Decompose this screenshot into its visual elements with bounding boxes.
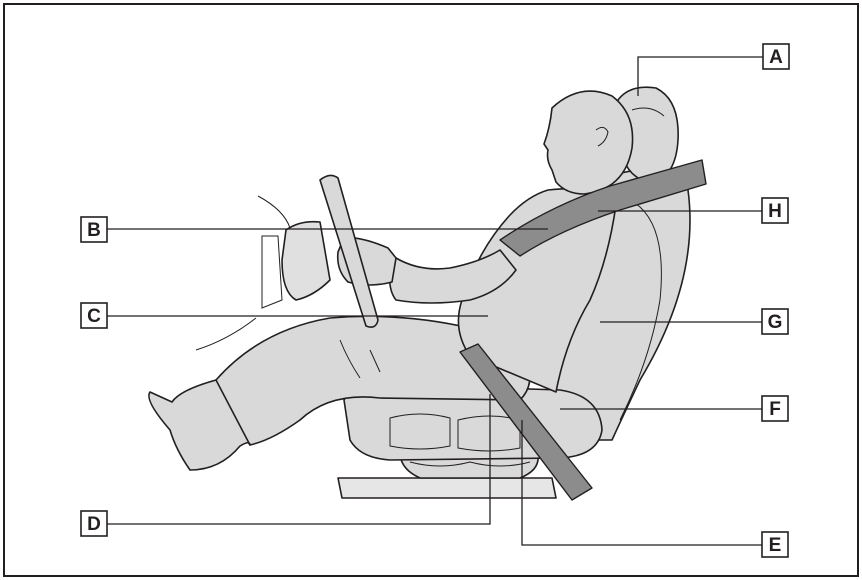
dashboard-outline	[196, 196, 290, 350]
label-b-text: B	[87, 220, 101, 241]
label-g: G	[762, 309, 788, 334]
label-b: B	[81, 217, 107, 242]
label-h-text: H	[768, 201, 782, 222]
label-a: A	[763, 44, 789, 69]
label-e: E	[762, 532, 788, 557]
label-h: H	[762, 198, 788, 223]
label-g-text: G	[768, 312, 783, 333]
label-f-text: F	[769, 399, 781, 420]
label-f: F	[762, 396, 788, 421]
label-d-text: D	[87, 514, 101, 535]
label-c: C	[81, 303, 107, 328]
seat-rail	[338, 455, 556, 498]
label-c-text: C	[87, 306, 101, 327]
label-e-text: E	[769, 535, 782, 556]
label-d: D	[81, 511, 107, 536]
label-a-text: A	[769, 47, 783, 68]
